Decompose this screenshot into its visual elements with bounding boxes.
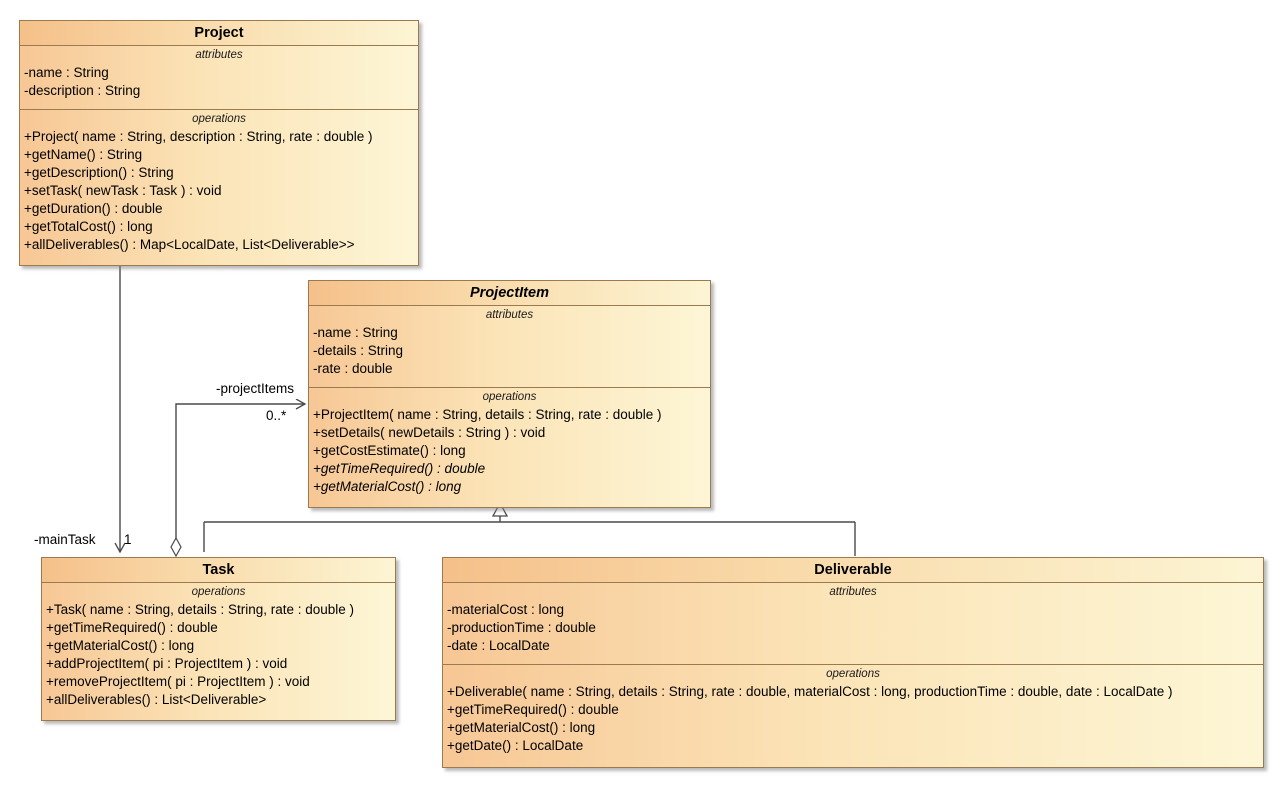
operation-row: +Deliverable( name : String, details : S… — [447, 684, 1173, 699]
class-title-task: Task — [42, 558, 395, 583]
operation-row: +getMaterialCost() : long — [46, 638, 195, 653]
operations-compartment-label: operations — [826, 668, 880, 680]
operations-compartment-project: operations +Project( name : String, desc… — [20, 110, 418, 265]
attributes-compartment-deliverable: attributes -materialCost : long -product… — [443, 583, 1263, 665]
edge-generalization-to-projectitem — [203, 501, 856, 556]
attribute-row: -name : String — [24, 65, 109, 80]
operation-row: +removeProjectItem( pi : ProjectItem ) :… — [46, 674, 310, 689]
operation-row: +Task( name : String, details : String, … — [46, 602, 355, 617]
attributes-compartment-label: attributes — [829, 586, 877, 598]
operation-row: +Project( name : String, description : S… — [24, 129, 373, 144]
operation-row: +getTimeRequired() : double — [46, 620, 218, 635]
uml-class-projectitem[interactable]: ProjectItem attributes -name : String -d… — [308, 280, 711, 508]
edge-label-project-items-multiplicity: 0..* — [266, 408, 287, 423]
operation-row: +getTimeRequired() : double — [313, 461, 486, 476]
operation-row: +getDuration() : double — [24, 201, 163, 216]
attribute-row: -materialCost : long — [447, 602, 565, 617]
attributes-compartment-projectitem: attributes -name : String -details : Str… — [309, 306, 710, 388]
attribute-row: -description : String — [24, 83, 141, 98]
edge-label-main-task-role: -mainTask — [34, 532, 96, 547]
aggregation-diamond — [170, 536, 182, 558]
operation-row: +setDetails( newDetails : String ) : voi… — [313, 425, 546, 440]
class-title-projectitem: ProjectItem — [309, 281, 710, 306]
operation-row: +getCostEstimate() : long — [313, 443, 466, 458]
edge-task-to-projectitem — [170, 404, 305, 558]
edge-label-main-task-multiplicity: 1 — [124, 532, 132, 547]
uml-class-project[interactable]: Project attributes -name : String -descr… — [19, 20, 419, 266]
uml-class-task[interactable]: Task operations +Task( name : String, de… — [41, 557, 396, 721]
uml-class-deliverable[interactable]: Deliverable attributes -materialCost : l… — [442, 557, 1264, 768]
generalization-triangle — [491, 501, 509, 517]
attribute-row: -productionTime : double — [447, 620, 596, 635]
operations-compartment-label: operations — [191, 586, 246, 598]
operation-row: +ProjectItem( name : String, details : S… — [313, 407, 662, 422]
attributes-compartment-label: attributes — [195, 49, 243, 61]
attribute-row: -name : String — [313, 325, 398, 340]
operations-compartment-projectitem: operations +ProjectItem( name : String, … — [309, 388, 710, 507]
attribute-row: -rate : double — [313, 361, 393, 376]
edge-label-project-items-role: -projectItems — [216, 381, 295, 396]
attributes-compartment-label: attributes — [485, 309, 534, 321]
operation-row: +getTimeRequired() : double — [447, 702, 619, 717]
operation-row: +getName() : String — [24, 147, 143, 162]
operation-row: +getMaterialCost() : long — [313, 479, 462, 494]
operation-row: +addProjectItem( pi : ProjectItem ) : vo… — [46, 656, 288, 671]
class-title-project: Project — [20, 21, 418, 46]
operation-row: +getMaterialCost() : long — [447, 720, 596, 735]
attribute-row: -date : LocalDate — [447, 638, 550, 653]
class-title-deliverable: Deliverable — [443, 558, 1263, 583]
operation-row: +allDeliverables() : Map<LocalDate, List… — [24, 237, 355, 252]
operation-row: +getDescription() : String — [24, 165, 174, 180]
operation-row: +allDeliverables() : List<Deliverable> — [46, 692, 267, 707]
operations-compartment-task: operations +Task( name : String, details… — [42, 583, 395, 720]
operations-compartment-deliverable: operations +Deliverable( name : String, … — [443, 665, 1263, 767]
operations-compartment-label: operations — [192, 113, 246, 125]
attribute-row: -details : String — [313, 343, 404, 358]
operation-row: +getTotalCost() : long — [24, 219, 153, 234]
attributes-compartment-project: attributes -name : String -description :… — [20, 46, 418, 110]
operation-row: +getDate() : LocalDate — [447, 738, 584, 753]
operation-row: +setTask( newTask : Task ) : void — [24, 183, 222, 198]
operations-compartment-label: operations — [482, 391, 537, 403]
